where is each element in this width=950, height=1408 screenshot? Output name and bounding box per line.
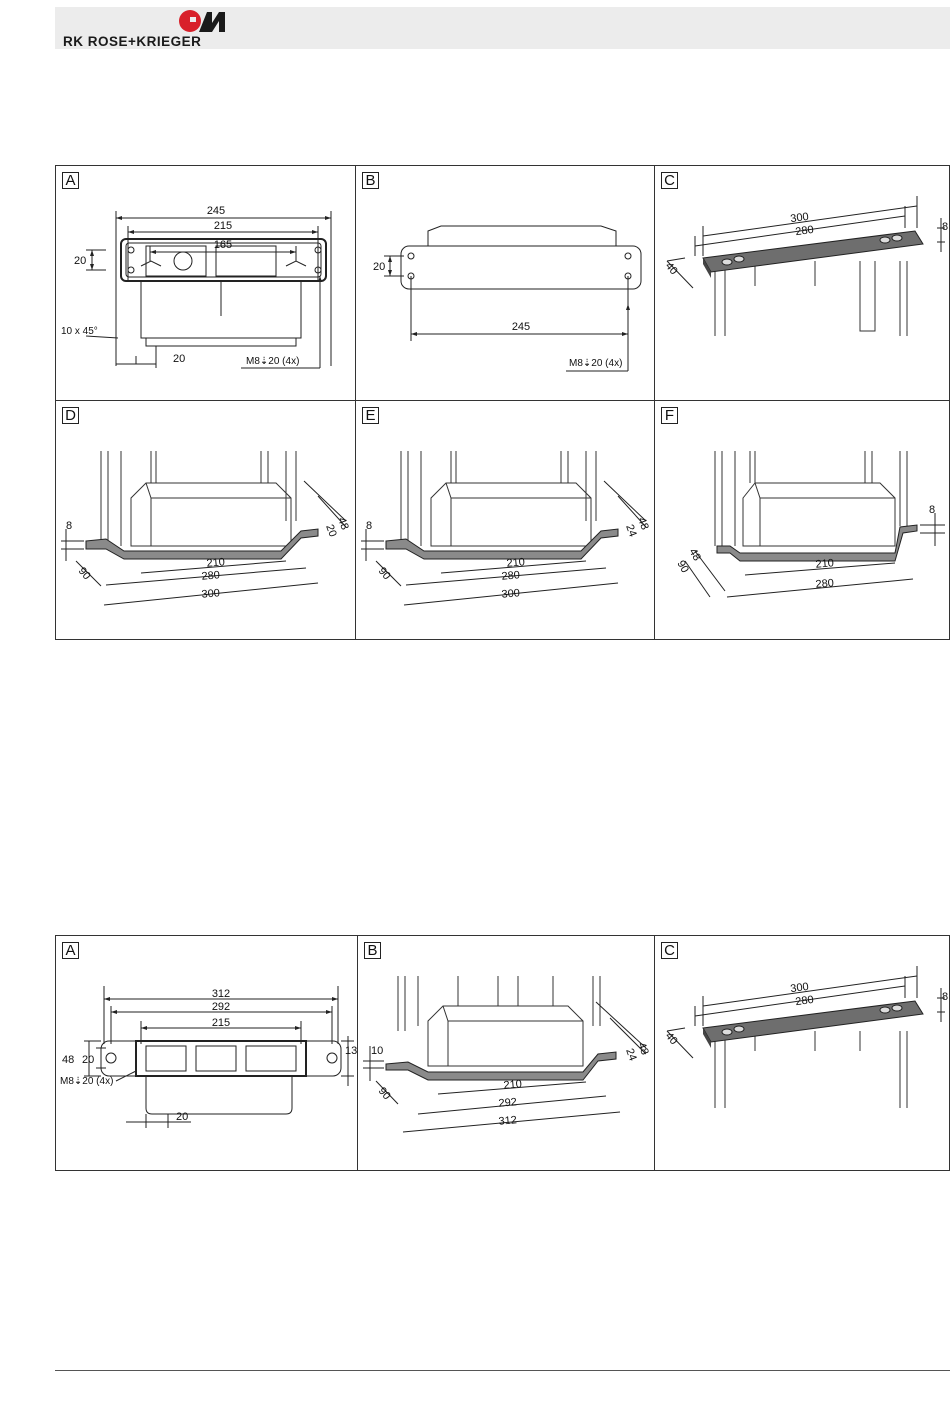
figure-panel-1d: D 8 90 210 280 300 48 20 (55, 400, 356, 640)
dim-300: 300 (790, 981, 810, 995)
drawing-base-f: 8 90 48 210 280 (655, 401, 950, 640)
dim-280: 280 (795, 224, 815, 238)
dim-210: 210 (506, 556, 525, 570)
dim-8: 8 (366, 520, 372, 532)
drawing-plate-3d: 300 280 40 8 (655, 166, 950, 401)
panel-label: B (362, 172, 379, 189)
dim-8: 8 (942, 221, 948, 233)
panel-label: A (62, 942, 79, 959)
dim-24: 24 (623, 1047, 638, 1063)
dim-8: 8 (942, 991, 948, 1003)
dim-280: 280 (201, 569, 220, 583)
panel-label: E (362, 407, 379, 424)
dim-300: 300 (201, 587, 220, 601)
dim-292: 292 (498, 1096, 517, 1110)
screw-spec: M8⇣20 (4x) (246, 356, 299, 367)
dim-48: 48 (686, 547, 703, 564)
dim-245: 245 (207, 205, 225, 217)
dim-24: 24 (623, 523, 638, 539)
panel-label: B (364, 942, 381, 959)
figure-panel-1a: A (55, 165, 356, 401)
footer-divider (55, 1370, 950, 1371)
figure-panel-1b: B 20 245 M8⇣20 (4x) (355, 165, 655, 401)
panel-label: C (661, 172, 678, 189)
dim-20-bottom: 20 (176, 1111, 188, 1123)
figure-panel-1c: C 300 280 40 8 (654, 165, 950, 401)
dim-10: 10 (371, 1045, 383, 1057)
panel-label: A (62, 172, 79, 189)
dim-312: 312 (212, 988, 230, 1000)
dim-48: 48 (62, 1054, 74, 1066)
dim-13: 13 (345, 1045, 357, 1057)
screw-spec: M8⇣20 (4x) (569, 358, 622, 369)
dim-20-bottom: 20 (173, 353, 185, 365)
dim-210: 210 (503, 1078, 522, 1092)
rose-krieger-logo-icon (179, 9, 231, 33)
header-bar: RK ROSE+KRIEGER (55, 7, 950, 49)
dim-20: 20 (323, 523, 338, 539)
dim-90: 90 (674, 559, 691, 576)
figure-panel-2b: B 10 90 210 292 312 48 24 (357, 935, 655, 1171)
dim-165: 165 (214, 239, 232, 251)
dim-210: 210 (815, 557, 834, 571)
drawing-top-view-2: 312 292 215 48 20 13 M8⇣20 (4x) 20 (56, 936, 358, 1171)
dim-245: 245 (512, 321, 530, 333)
figure-panel-2c: C 300 280 40 8 (654, 935, 950, 1171)
dim-90: 90 (376, 565, 393, 582)
dim-90: 90 (376, 1085, 393, 1102)
dim-215: 215 (214, 220, 232, 232)
dim-40: 40 (663, 1030, 680, 1047)
dim-40: 40 (663, 260, 680, 277)
figure-panel-1e: E 8 90 210 280 300 48 24 (355, 400, 655, 640)
dim-280: 280 (815, 577, 834, 591)
drawing-top-view: 245 215 165 20 10 x 45° 20 M8⇣20 (4x) (56, 166, 356, 401)
drawing-side-view: 20 245 M8⇣20 (4x) (356, 166, 655, 401)
dim-215: 215 (212, 1017, 230, 1029)
dim-280: 280 (501, 569, 520, 583)
panel-label: C (661, 942, 678, 959)
dim-20: 20 (74, 255, 86, 267)
logo: RK ROSE+KRIEGER (55, 7, 235, 49)
figure-panel-1f: F 8 90 48 210 280 (654, 400, 950, 640)
dim-90: 90 (76, 565, 93, 582)
screw-spec: M8⇣20 (4x) (60, 1076, 113, 1087)
figure-panel-2a: A 312 29 (55, 935, 358, 1171)
dim-280: 280 (795, 994, 815, 1008)
dim-292: 292 (212, 1001, 230, 1013)
dim-210: 210 (206, 556, 225, 570)
drawing-base-d: 8 90 210 280 300 48 20 (56, 401, 356, 640)
brand-name: RK ROSE+KRIEGER (63, 34, 201, 49)
drawing-plate-3d-2: 300 280 40 8 (655, 936, 950, 1171)
dim-300: 300 (501, 587, 520, 601)
panel-label: F (661, 407, 678, 424)
dim-chamfer: 10 x 45° (61, 326, 98, 337)
dim-300: 300 (790, 211, 810, 225)
dim-8: 8 (929, 504, 935, 516)
drawing-base-2b: 10 90 210 292 312 48 24 (358, 936, 655, 1171)
dim-8: 8 (66, 520, 72, 532)
drawing-base-e: 8 90 210 280 300 48 24 (356, 401, 655, 640)
panel-label: D (62, 407, 79, 424)
dim-20: 20 (373, 261, 385, 273)
dim-20: 20 (82, 1054, 94, 1066)
dim-312: 312 (498, 1114, 517, 1128)
